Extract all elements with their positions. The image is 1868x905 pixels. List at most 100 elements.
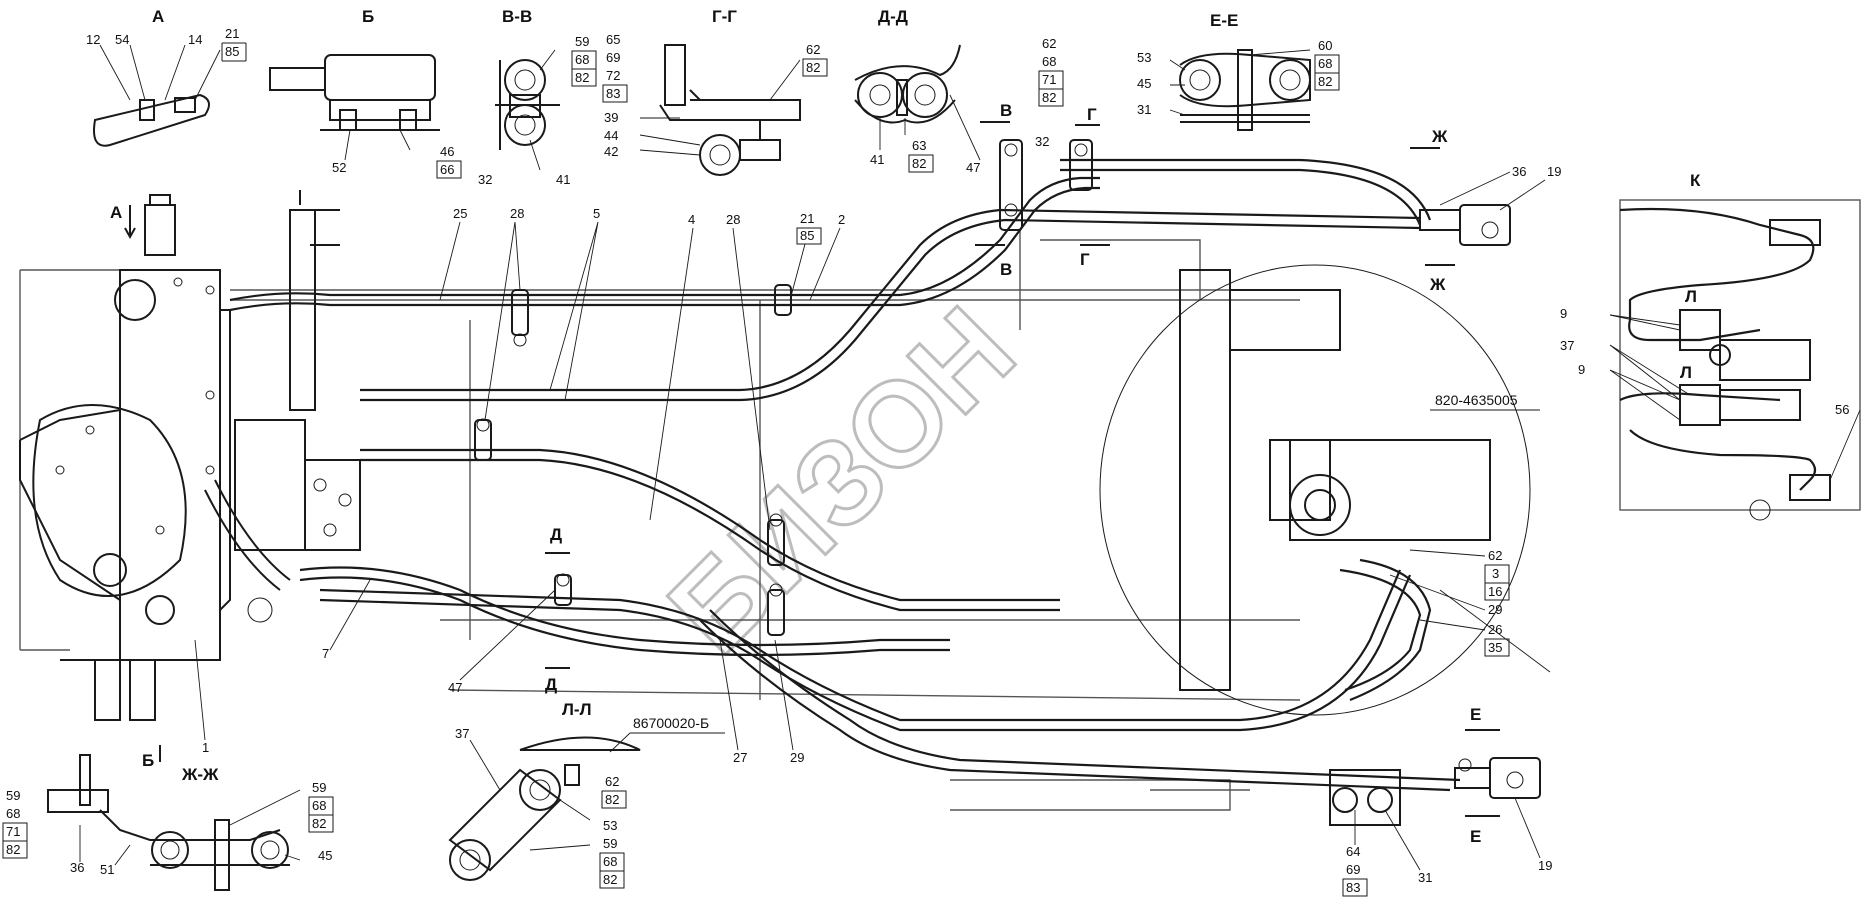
svg-text:36: 36 <box>1512 164 1526 179</box>
svg-text:60: 60 <box>1318 38 1332 53</box>
watermark: БИЗОН <box>642 281 1041 680</box>
arrow-D-bottom: Д <box>545 675 557 694</box>
svg-text:31: 31 <box>1418 870 1432 885</box>
svg-text:53: 53 <box>1137 50 1151 65</box>
arrow-Zh-top: Ж <box>1431 127 1448 146</box>
svg-text:71: 71 <box>6 824 20 839</box>
inset-GG <box>639 44 801 176</box>
svg-text:82: 82 <box>312 816 326 831</box>
svg-text:44: 44 <box>604 128 618 143</box>
svg-text:64: 64 <box>1346 844 1360 859</box>
arrow-G-bottom: Г <box>1080 250 1090 269</box>
svg-text:68: 68 <box>1318 56 1332 71</box>
pipe-clamps <box>474 139 1093 636</box>
svg-text:21: 21 <box>225 26 239 41</box>
svg-text:82: 82 <box>575 70 589 85</box>
svg-text:69: 69 <box>606 50 620 65</box>
svg-text:82: 82 <box>603 872 617 887</box>
svg-text:62: 62 <box>1488 548 1502 563</box>
svg-text:59: 59 <box>575 34 589 49</box>
svg-text:85: 85 <box>225 44 239 59</box>
svg-text:82: 82 <box>605 792 619 807</box>
svg-text:54: 54 <box>115 32 129 47</box>
svg-text:32: 32 <box>1035 134 1049 149</box>
svg-text:41: 41 <box>870 152 884 167</box>
svg-text:68: 68 <box>1042 54 1056 69</box>
svg-text:62: 62 <box>806 42 820 57</box>
inset-VV <box>495 49 560 171</box>
svg-text:82: 82 <box>912 156 926 171</box>
section-titles: А Б В-В Г-Г Д-Д Е-Е К Ж-Ж Л-Л <box>152 7 1701 784</box>
svg-text:47: 47 <box>448 680 462 695</box>
svg-text:42: 42 <box>604 144 618 159</box>
chassis-frame <box>19 230 1301 811</box>
svg-text:9: 9 <box>1560 306 1567 321</box>
inset-EE <box>1169 49 1311 131</box>
svg-text:62: 62 <box>605 774 619 789</box>
svg-text:56: 56 <box>1835 402 1849 417</box>
svg-text:БИЗОН: БИЗОН <box>644 282 1040 678</box>
arrow-A: А <box>110 203 122 222</box>
title-A: А <box>152 7 164 26</box>
title-EE: Е-Е <box>1210 11 1238 30</box>
svg-text:29: 29 <box>1488 602 1502 617</box>
arrow-L-top: Л <box>1685 287 1697 306</box>
inset-K <box>1609 199 1861 521</box>
svg-text:31: 31 <box>1137 102 1151 117</box>
svg-text:52: 52 <box>332 160 346 175</box>
title-LL: Л-Л <box>562 700 592 719</box>
title-GG: Г-Г <box>712 7 737 26</box>
arrow-Zh-bottom: Ж <box>1429 275 1446 294</box>
arrow-D-top: Д <box>550 525 562 544</box>
svg-text:47: 47 <box>966 160 980 175</box>
arrow-G-top: Г <box>1087 105 1097 124</box>
svg-text:19: 19 <box>1538 858 1552 873</box>
svg-text:16: 16 <box>1488 584 1502 599</box>
svg-text:82: 82 <box>806 60 820 75</box>
svg-text:59: 59 <box>603 836 617 851</box>
svg-text:36: 36 <box>70 860 84 875</box>
svg-text:39: 39 <box>604 110 618 125</box>
svg-text:68: 68 <box>312 798 326 813</box>
section-arrows: А Б В В Г Г Д Д Е Е Ж Ж Л Л <box>110 101 1697 846</box>
svg-text:28: 28 <box>510 206 524 221</box>
svg-text:63: 63 <box>912 138 926 153</box>
svg-text:27: 27 <box>733 750 747 765</box>
svg-text:85: 85 <box>800 228 814 243</box>
svg-text:82: 82 <box>1042 90 1056 105</box>
engine-block <box>19 190 361 721</box>
quick-coupler-upper <box>1419 204 1511 246</box>
svg-text:65: 65 <box>606 32 620 47</box>
svg-text:12: 12 <box>86 32 100 47</box>
svg-text:29: 29 <box>790 750 804 765</box>
svg-text:35: 35 <box>1488 640 1502 655</box>
svg-text:66: 66 <box>440 162 454 177</box>
inset-B <box>269 54 440 161</box>
arrow-E-top: Е <box>1470 705 1481 724</box>
svg-text:83: 83 <box>606 86 620 101</box>
svg-text:62: 62 <box>1042 36 1056 51</box>
inset-ZhZh <box>47 754 301 891</box>
part-codes: 820-4635005 86700020-Б <box>609 392 1540 753</box>
svg-text:37: 37 <box>455 726 469 741</box>
svg-text:4: 4 <box>688 212 695 227</box>
svg-text:19: 19 <box>1547 164 1561 179</box>
svg-text:71: 71 <box>1042 72 1056 87</box>
arrow-V-top: В <box>1000 101 1012 120</box>
title-K: К <box>1690 171 1701 190</box>
title-VV: В-В <box>502 7 532 26</box>
title-DD: Д-Д <box>878 7 908 26</box>
svg-text:59: 59 <box>312 780 326 795</box>
arrow-E-bottom: Е <box>1470 827 1481 846</box>
rear-axle-detail <box>1099 264 1531 826</box>
svg-text:2: 2 <box>838 212 845 227</box>
svg-text:68: 68 <box>603 854 617 869</box>
arrow-B: Б <box>142 751 154 770</box>
title-ZhZh: Ж-Ж <box>181 765 219 784</box>
svg-text:51: 51 <box>100 862 114 877</box>
svg-text:72: 72 <box>606 68 620 83</box>
svg-text:82: 82 <box>6 842 20 857</box>
hose-runs <box>229 158 1461 792</box>
